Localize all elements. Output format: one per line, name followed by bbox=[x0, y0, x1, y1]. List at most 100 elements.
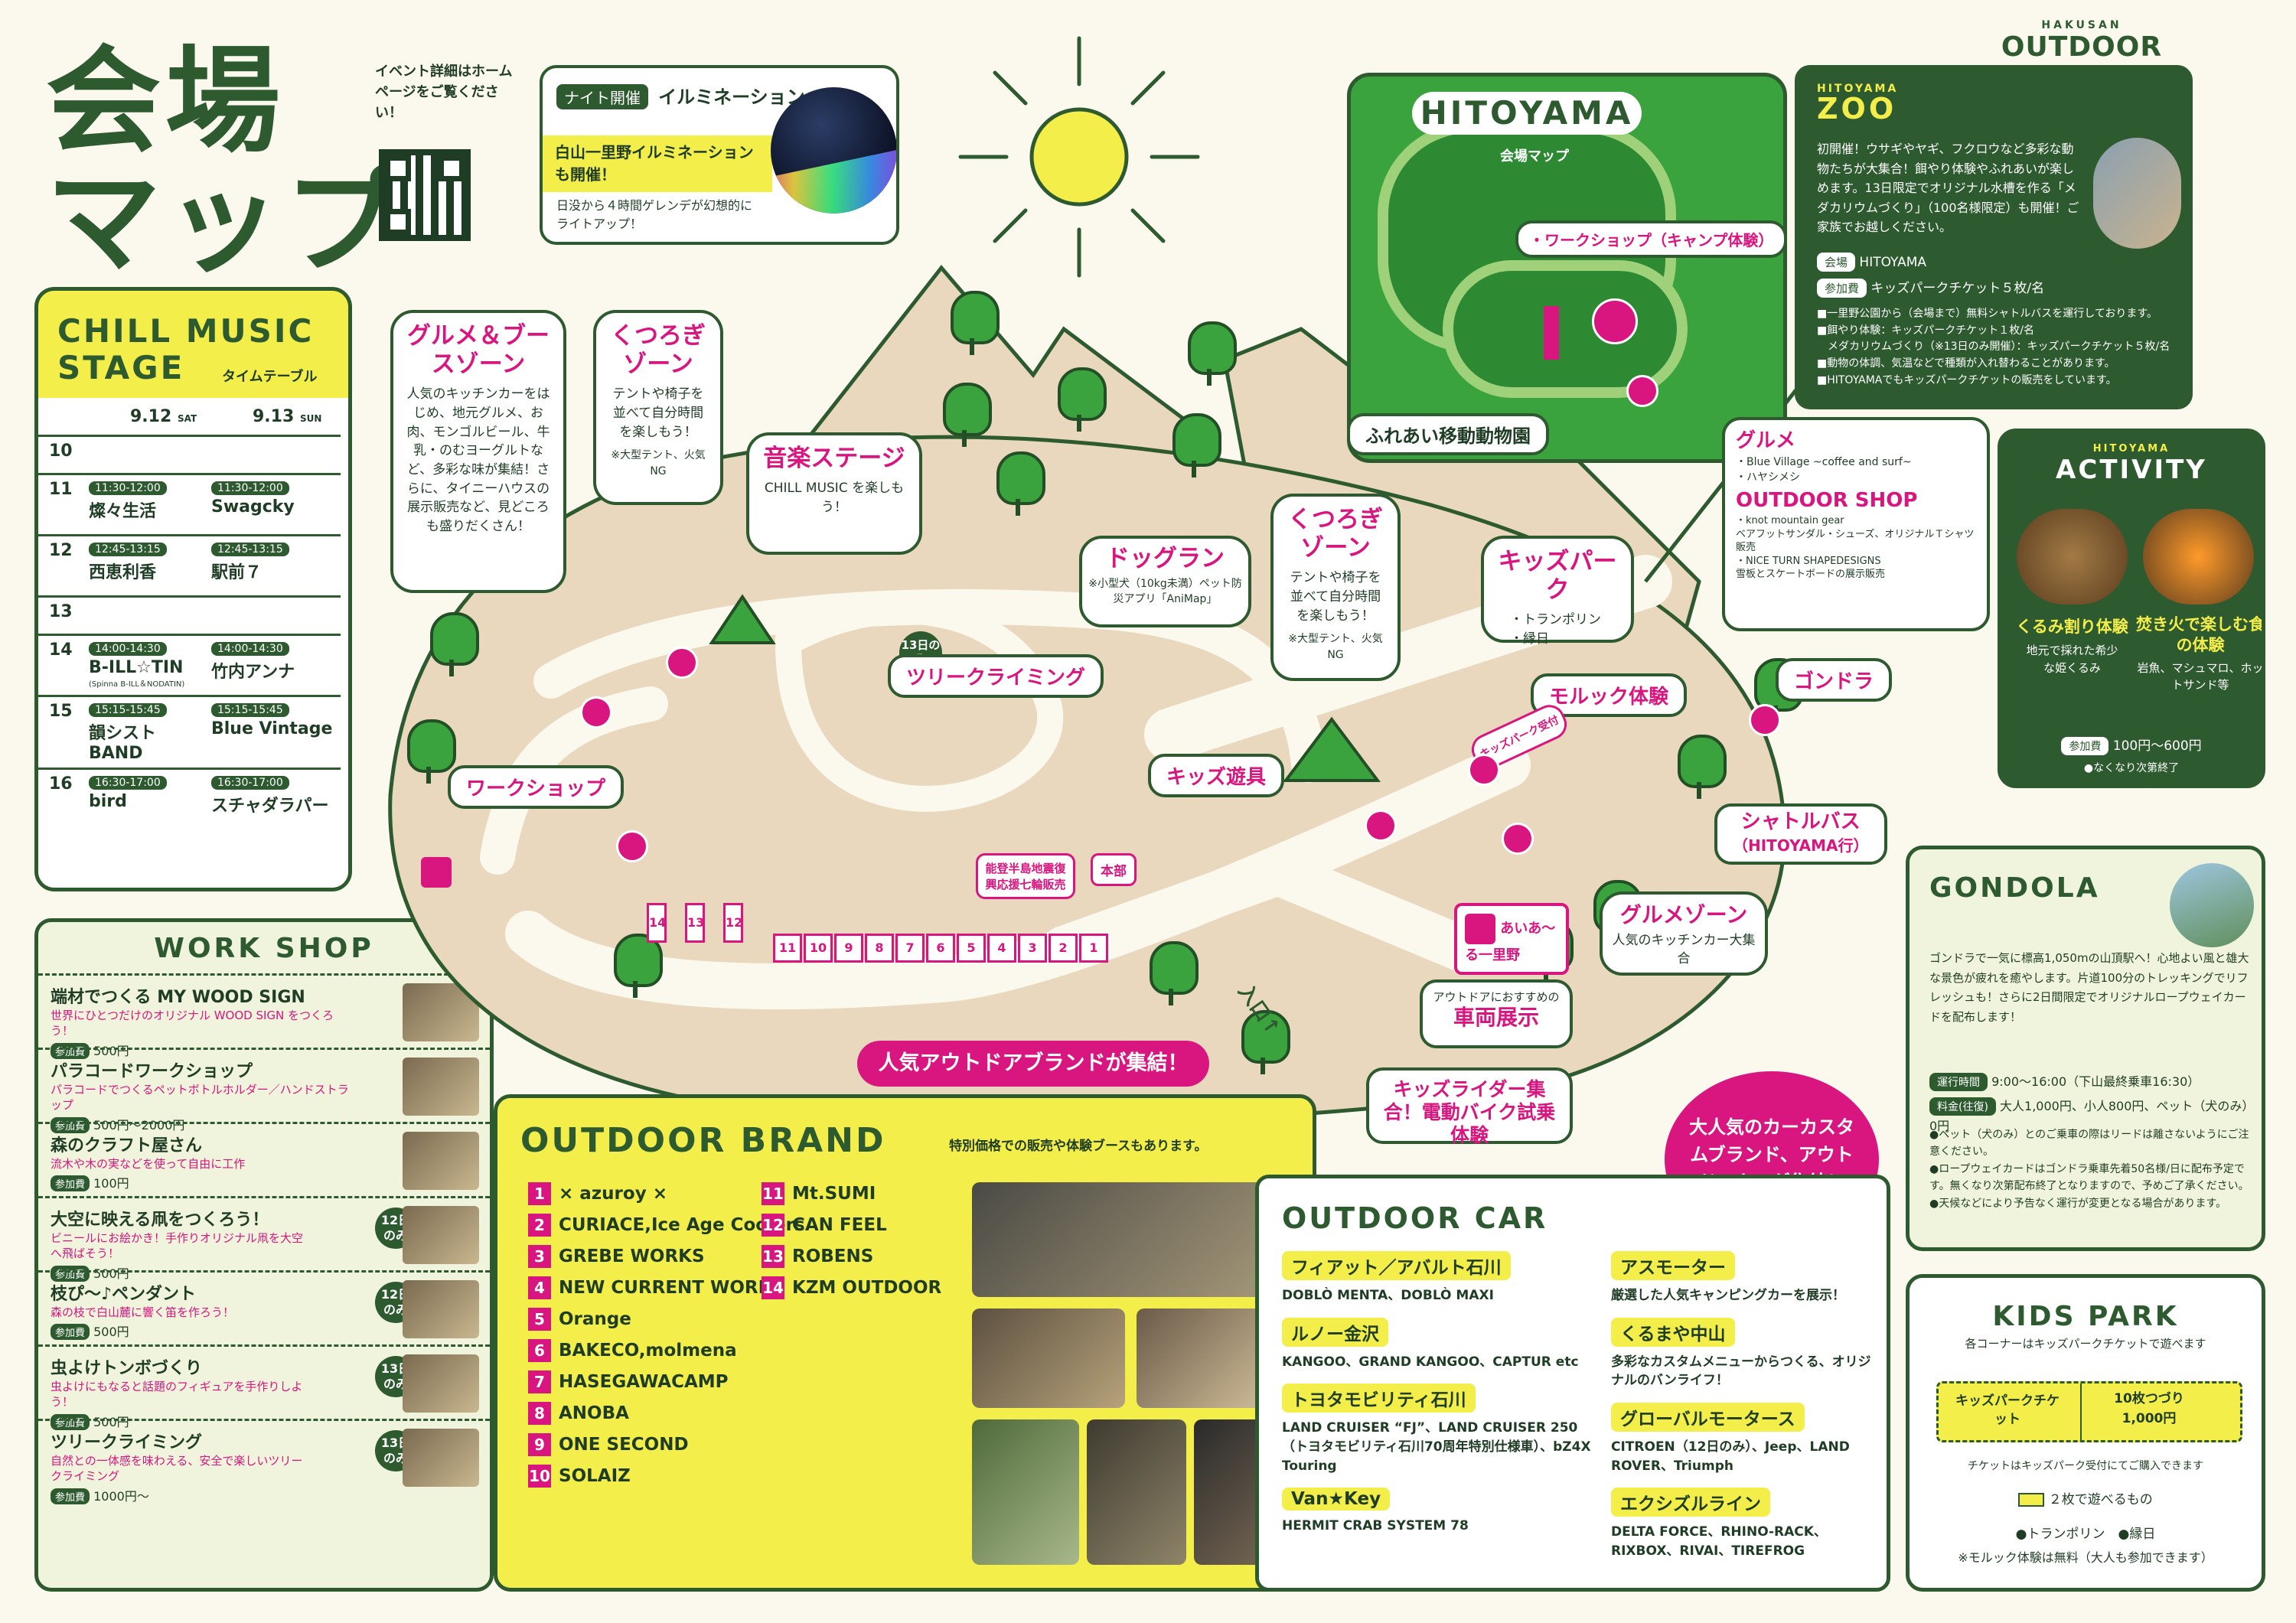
noto-support-label: 能登半島地震復興応援七輪販売 bbox=[976, 853, 1075, 899]
activity-item1-desc: 地元で採れた希少な姫くるみ bbox=[2026, 644, 2118, 675]
workshop-item[interactable]: 大空に映える凧をつくろう！ビニールにお絵かき！手作りオリジナル凧を大空へ飛ばそう… bbox=[38, 1196, 490, 1282]
gondola-note: ●天候などにより予告なく運行が変更となる場合があります。 bbox=[1929, 1197, 2227, 1210]
map-dot-gondola[interactable] bbox=[1749, 704, 1781, 736]
kids-legend: ２枚で遊べるもの bbox=[1910, 1488, 2262, 1507]
activity-item1-title: くるみ割り体験 bbox=[2016, 618, 2128, 636]
workshop-map-label[interactable]: ワークショップ bbox=[448, 765, 625, 809]
hitoyama-ws-dot[interactable] bbox=[1592, 298, 1638, 344]
hitoyama-workshop-label[interactable]: ・ワークショップ（キャンプ体験） bbox=[1515, 220, 1788, 258]
tree-climbing-label[interactable]: ツリークライミング bbox=[888, 654, 1104, 698]
brand-subtitle: 特別価格での販売や体験ブースもあります。 bbox=[949, 1139, 1208, 1154]
booth-stall[interactable]: 6 bbox=[926, 934, 955, 963]
booth-stall[interactable]: 8 bbox=[865, 934, 894, 963]
petting-zoo-label[interactable]: ふれあい移動動物園 bbox=[1347, 413, 1549, 455]
zoo-fee: キッズパークチケット５枚/名 bbox=[1870, 281, 2045, 296]
day1-cell bbox=[84, 435, 207, 474]
chill-music-panel: CHILL MUSIC STAGE タイムテーブル 9.12 SAT 9.13 … bbox=[34, 287, 352, 891]
gourmet-shop-bubble[interactable]: グルメ ・Blue Village ~coffee and surf~ ・ハヤシ… bbox=[1722, 417, 1990, 631]
activity-fee-label: 参加費 bbox=[2061, 737, 2109, 755]
workshop-item[interactable]: 虫よけトンボづくり虫よけにもなると話題のフィギュアを手作りしよう！参加費 500… bbox=[38, 1344, 490, 1430]
kids-rider-bubble[interactable]: キッズライダー集合！電動バイク試乗体験 bbox=[1366, 1067, 1573, 1146]
headquarters-label[interactable]: 本部 bbox=[1091, 853, 1137, 886]
music-stage-bubble[interactable]: 音楽ステージ CHILL MUSIC を楽しもう！ bbox=[746, 432, 922, 555]
map-dot-relax1[interactable] bbox=[666, 647, 698, 679]
kids-park-panel: KIDS PARK 各コーナーはキッズパークチケットで遊べます キッズパークチケ… bbox=[1906, 1274, 2265, 1592]
booth-stall[interactable]: 14 bbox=[647, 903, 667, 943]
hour-cell: 10 bbox=[38, 435, 84, 474]
gondola-title: GONDOLA bbox=[1929, 872, 2100, 904]
zoo-label: HITOYAMA bbox=[1817, 83, 1899, 95]
gourmet-zone-bubble[interactable]: グルメゾーン 人気のキッチンカー大集合 bbox=[1600, 891, 1768, 976]
workshop-title: WORK SHOP bbox=[154, 933, 374, 964]
workshop-photo bbox=[403, 1429, 479, 1487]
gondola-hours: 9:00〜16:00（下山最終乗車16:30） bbox=[1991, 1074, 2200, 1089]
map-dot-relax2[interactable] bbox=[1365, 810, 1397, 842]
map-dot-kids-play[interactable] bbox=[1502, 823, 1534, 855]
illumination-panel: ナイト開催 イルミネーション 白山一里野イルミネーションも開催！ 日没から４時間… bbox=[540, 65, 899, 245]
kids-park-bubble[interactable]: キッズパーク ・トランポリン ・縁日 bbox=[1481, 536, 1634, 647]
gondola-note: ●ペット（犬のみ）とのご乗車の際はリードは離さないようにご注意ください。 bbox=[1929, 1129, 2249, 1159]
night-label: ナイト開催 bbox=[556, 84, 648, 109]
booth-stall[interactable]: 9 bbox=[834, 934, 863, 963]
booth-stall[interactable]: 7 bbox=[895, 934, 925, 963]
booth-stall[interactable]: 2 bbox=[1049, 934, 1078, 963]
kids-play-label[interactable]: キッズ遊具 bbox=[1148, 754, 1285, 797]
zoo-panel: HITOYAMA ZOO 初開催！ウサギやヤギ、フクロウなど多彩な動物たちが大集… bbox=[1795, 65, 2193, 409]
booth-stall[interactable]: 5 bbox=[957, 934, 986, 963]
qr-code[interactable] bbox=[379, 149, 471, 241]
map-dot-molkky[interactable] bbox=[1468, 754, 1500, 786]
timetable-row: 10 bbox=[38, 435, 341, 474]
dogrun-bubble[interactable]: ドッグラン ※小型犬（10kg未満）ペット防災アプリ「AniMap」 bbox=[1079, 536, 1251, 627]
workshop-photo bbox=[403, 1280, 479, 1338]
day2-cell bbox=[207, 595, 341, 635]
booth-stall[interactable]: 12 bbox=[723, 903, 743, 943]
booth-stall[interactable]: 3 bbox=[1018, 934, 1047, 963]
zoo-title: ZOO bbox=[1817, 92, 1897, 125]
walnut-photo bbox=[2017, 509, 2128, 605]
map-dot-gourmet[interactable] bbox=[580, 696, 612, 728]
gourmet-booth-zone-bubble[interactable]: グルメ＆ブースゾーン 人気のキッチンカーをはじめ、地元グルメ、お肉、モンゴルビー… bbox=[390, 310, 566, 593]
workshop-item[interactable]: パラコードワークショップパラコードでつくるペットボトルホルダー／ハンドストラップ… bbox=[38, 1048, 490, 1133]
booth-stall[interactable]: 4 bbox=[987, 934, 1016, 963]
workshop-photo bbox=[403, 1132, 479, 1190]
workshop-item[interactable]: 森のクラフト屋さん流木や木の実などを使って自由に工作参加費 100円 bbox=[38, 1122, 490, 1196]
aiaru-label: あいあ〜る一里野 bbox=[1454, 903, 1569, 975]
hitoyama-zoo-dot[interactable] bbox=[1626, 375, 1658, 407]
booth-stall[interactable]: 1 bbox=[1079, 934, 1108, 963]
map-dot-workshop[interactable] bbox=[616, 830, 648, 862]
workshop-item[interactable]: ツリークライミング自然との一体感を味わえる、安全で楽しいツリークライミング参加費… bbox=[38, 1419, 490, 1504]
booth-stall[interactable]: 11 bbox=[773, 934, 802, 963]
relax-zone-1-bubble[interactable]: くつろぎゾーン テントや椅子を並べて自分時間を楽しもう！ ※大型テント、火気NG bbox=[593, 310, 723, 505]
booth-stall[interactable]: 10 bbox=[804, 934, 833, 963]
relax-zone-2-bubble[interactable]: くつろぎゾーン テントや椅子を並べて自分時間を楽しもう！ ※大型テント、火気NG bbox=[1270, 494, 1401, 681]
vehicle-exhibit-bubble[interactable]: アウトドアにおすすめの 車両展示 bbox=[1420, 979, 1573, 1048]
gondola-label[interactable]: ゴンドラ bbox=[1776, 658, 1893, 702]
shuttle-bus-label[interactable]: シャトルバス（HITOYAMA行） bbox=[1714, 803, 1887, 865]
hour-cell: 13 bbox=[38, 595, 84, 635]
booth-stall[interactable]: 13 bbox=[685, 903, 705, 943]
hour-cell: 12 bbox=[38, 534, 84, 597]
sun-icon bbox=[958, 36, 1200, 278]
day1-label: 9.12 SAT bbox=[130, 407, 197, 426]
hitoyama-map: HITOYAMA 会場マップ bbox=[1347, 73, 1787, 463]
